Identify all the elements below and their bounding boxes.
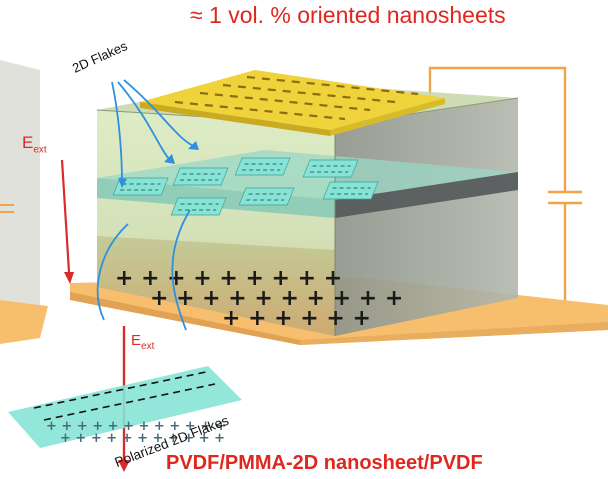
minus-charge-icon bbox=[174, 75, 419, 121]
flake bbox=[322, 181, 379, 200]
title-structure: PVDF/PMMA-2D nanosheet/PVDF bbox=[166, 452, 483, 474]
plus-charge-icon: + + + + + + + + + bbox=[115, 266, 342, 291]
flake bbox=[238, 187, 295, 206]
svg-text:+ + + + + +: + + + + + + bbox=[222, 306, 371, 331]
flake bbox=[172, 167, 229, 186]
field-label-main: E bbox=[22, 133, 34, 152]
svg-text:+ + + + + + + + + + +: + + + + + + + + + + + bbox=[60, 431, 225, 446]
top-electrode bbox=[140, 70, 445, 136]
flake-array bbox=[112, 157, 379, 216]
flake bbox=[234, 157, 291, 176]
flake bbox=[170, 197, 227, 216]
title-oriented-nanosheets: ≈ 1 vol. % oriented nanosheets bbox=[190, 2, 506, 28]
polarized-flake-inset: + + + + + + + + + + + + + + + + + + + + … bbox=[8, 326, 242, 472]
flake bbox=[112, 177, 169, 196]
field-label-sub: ext bbox=[33, 144, 47, 156]
minus-charge-icon bbox=[33, 371, 216, 421]
pointer-heads bbox=[118, 141, 199, 188]
svg-text:+ + + + + + + + + +: + + + + + + + + + + bbox=[150, 286, 403, 311]
inset-field-label-main: E bbox=[131, 332, 142, 349]
left-partial-device bbox=[0, 60, 48, 344]
inset-field-label: Eext bbox=[131, 332, 154, 352]
field-label: Eext bbox=[22, 133, 47, 155]
plus-charge-field: + + + + + + + + + + + + + + + + + + + + … bbox=[115, 266, 403, 331]
flake bbox=[302, 159, 359, 178]
field-arrow-icon bbox=[60, 159, 74, 284]
flake-pointers bbox=[96, 79, 195, 331]
inset-field-label-sub: ext bbox=[141, 341, 155, 352]
dielectric-block bbox=[96, 80, 519, 336]
plus-charge-icon: + + + + + + + + + + + + bbox=[46, 419, 227, 434]
